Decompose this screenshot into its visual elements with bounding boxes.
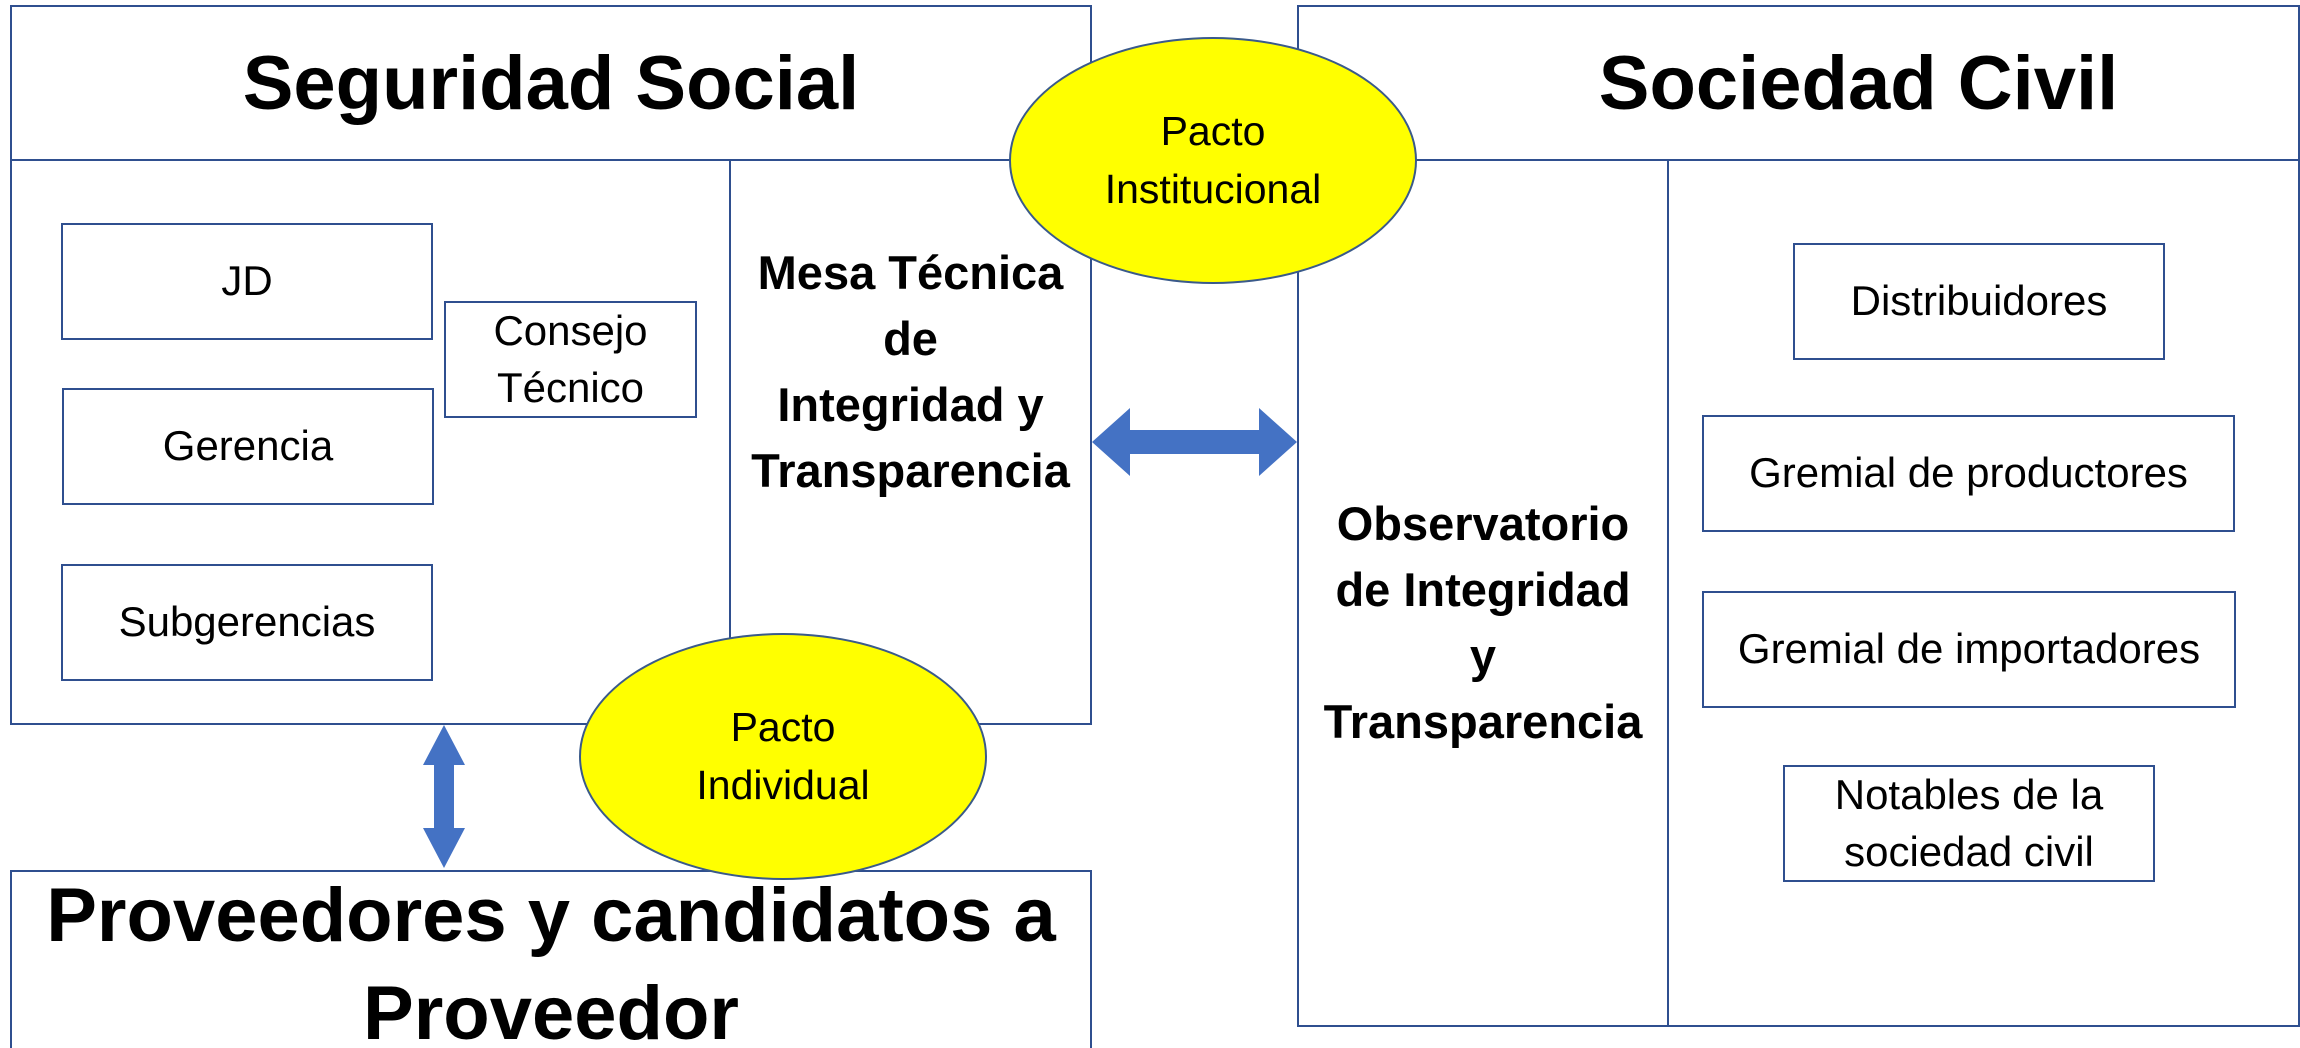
- distribuidores-box: Distribuidores: [1793, 243, 2165, 360]
- observatorio-line-4: Transparencia: [1323, 694, 1643, 748]
- proveedores-title: Proveedores y candidatos a Proveedor: [46, 873, 1056, 1048]
- pacto-institucional-ellipse: Pacto Institucional: [1009, 37, 1417, 284]
- mesa-tecnica-line-3: Integridad y: [777, 378, 1044, 431]
- observatorio-line-2: de Integridad: [1335, 563, 1631, 617]
- seguridad-social-title: Seguridad Social: [242, 40, 860, 126]
- consejo-tecnico-box: Consejo Técnico: [444, 301, 697, 418]
- jd-box: JD: [61, 223, 433, 340]
- horizontal-double-arrow: [1092, 408, 1297, 476]
- observatorio-box: Observatorio de Integridad y Transparenc…: [1297, 159, 1669, 1027]
- mesa-tecnica-line-2: de: [883, 312, 938, 366]
- mesa-tecnica-box: Mesa Técnica de Integridad y Transparenc…: [729, 159, 1092, 725]
- subgerencias-box: Subgerencias: [61, 564, 433, 681]
- gremial-productores-box: Gremial de productores: [1702, 415, 2235, 532]
- observatorio-line-1: Observatorio: [1336, 497, 1630, 551]
- proveedores-box: Proveedores y candidatos a Proveedor: [10, 870, 1092, 1048]
- gremial-importadores-box: Gremial de importadores: [1702, 591, 2236, 708]
- seguridad-social-title-box: Seguridad Social: [10, 5, 1092, 161]
- sociedad-civil-title-box: Sociedad Civil: [1297, 5, 2300, 161]
- sociedad-civil-title: Sociedad Civil: [1598, 40, 2119, 126]
- pacto-individual-ellipse: Pacto Individual: [579, 633, 987, 880]
- vertical-double-arrow: [423, 725, 465, 868]
- gerencia-box: Gerencia: [62, 388, 434, 505]
- mesa-tecnica-line-1: Mesa Técnica: [757, 246, 1064, 300]
- notables-box: Notables de la sociedad civil: [1783, 765, 2155, 882]
- mesa-tecnica-line-4: Transparencia: [751, 443, 1070, 497]
- observatorio-line-3: y: [1469, 629, 1497, 682]
